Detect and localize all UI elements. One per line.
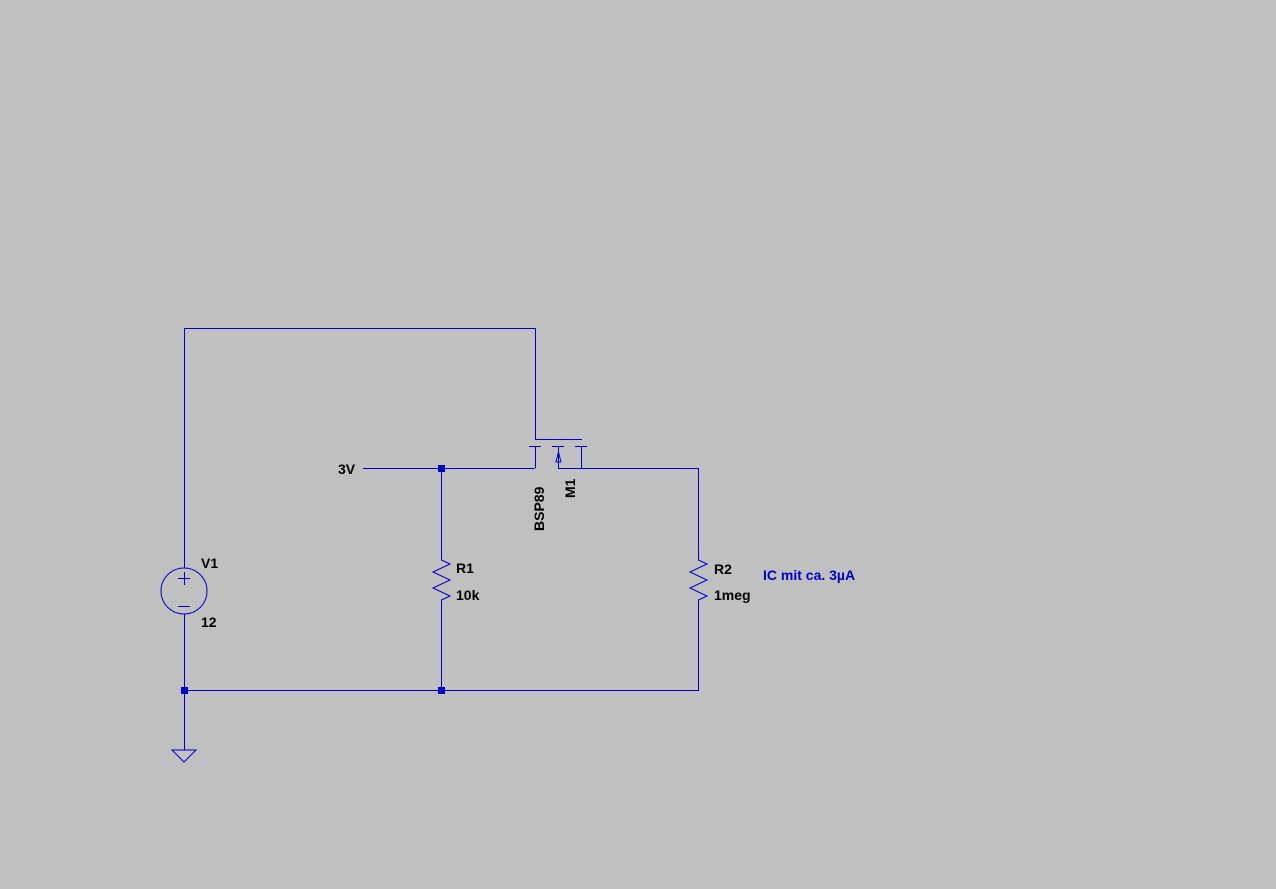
r2-value-label: 1meg (714, 587, 751, 603)
wire-r2-bottom[interactable] (184, 604, 699, 691)
resistor-icon[interactable] (431, 556, 452, 604)
nmos-transistor-icon[interactable] (529, 439, 587, 469)
v1-value-label: 12 (201, 614, 217, 630)
comment-label[interactable]: IC mit ca. 3µA (763, 567, 855, 583)
r1-value-label: 10k (456, 587, 480, 603)
resistor-icon[interactable] (688, 556, 709, 604)
v1-name-label: V1 (201, 555, 218, 571)
junction-gnd-mid (438, 687, 445, 694)
voltage-source-icon[interactable] (160, 567, 208, 615)
wires (184, 328, 699, 750)
m1-model-label: BSP89 (531, 486, 547, 531)
junction-3v (438, 465, 445, 472)
net-label-3v[interactable]: 3V (338, 461, 356, 477)
wire-v1-to-drain[interactable] (184, 328, 536, 569)
ground-icon[interactable] (170, 749, 198, 763)
r2-name-label: R2 (714, 561, 732, 577)
r1-name-label: R1 (456, 560, 474, 576)
junction-gnd-left (181, 687, 188, 694)
m1-name-label: M1 (562, 478, 578, 498)
junctions (181, 465, 445, 694)
wire-source-to-r2[interactable] (581, 468, 699, 557)
